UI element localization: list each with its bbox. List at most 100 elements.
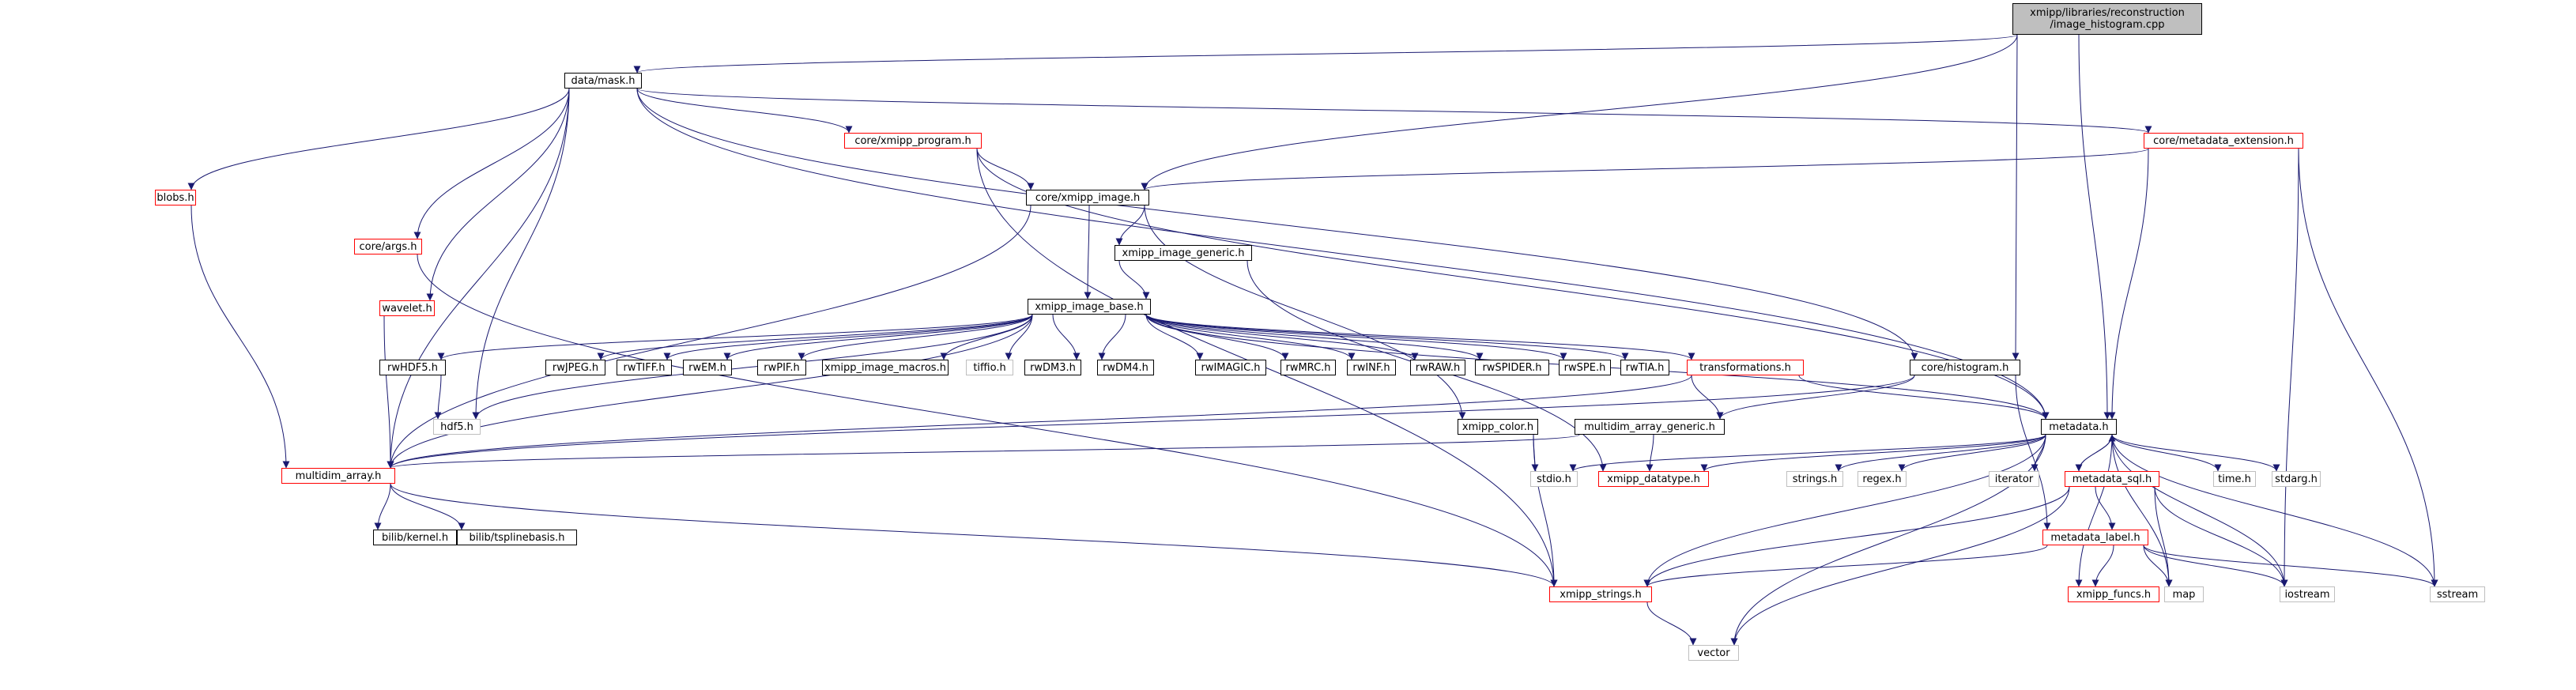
node-rwSPE[interactable]: rwSPE.h: [1559, 360, 1611, 375]
node-mask[interactable]: data/mask.h: [564, 73, 642, 89]
node-sstream[interactable]: sstream: [2430, 586, 2485, 602]
node-core-histogram[interactable]: core/histogram.h: [1910, 360, 2020, 375]
node-stdio[interactable]: stdio.h: [1530, 471, 1578, 487]
node-label: rwSPE.h: [1563, 361, 1606, 374]
node-label: rwSPIDER.h: [1482, 361, 1542, 374]
node-label: metadata_sql.h: [2072, 473, 2152, 485]
edge-xmipp-image-base-to-rwIMAGIC: [1145, 314, 1204, 360]
node-rwDM3[interactable]: rwDM3.h: [1024, 360, 1081, 375]
edge-mask-to-hdf5: [472, 88, 570, 420]
node-hdf5[interactable]: hdf5.h: [433, 419, 481, 435]
node-rwIMAGIC[interactable]: rwIMAGIC.h: [1195, 360, 1266, 375]
node-label: strings.h: [1792, 473, 1838, 485]
node-stdarg[interactable]: stdarg.h: [2272, 471, 2321, 487]
edge-metadata-label-to-xmipp-funcs: [2091, 545, 2114, 587]
node-label: xmipp_image_base.h: [1035, 300, 1144, 313]
edge-mask-to-core-histogram: [636, 88, 1918, 360]
node-xmipp-datatype[interactable]: xmipp_datatype.h: [1598, 471, 1709, 487]
edge-core-histogram-to-multidim-array: [387, 375, 1915, 469]
node-iterator[interactable]: iterator: [1989, 471, 2039, 487]
node-label: bilib/kernel.h: [381, 531, 449, 544]
edge-metadata-label-to-xmipp-strings: [1643, 545, 2048, 587]
node-label: xmipp/libraries/reconstruction /image_hi…: [2030, 7, 2185, 31]
node-label: map: [2172, 588, 2196, 601]
edge-core-metadata-extension-to-metadata: [2108, 148, 2149, 420]
edge-core-xmipp-image-to-xmipp-color: [1144, 205, 1466, 420]
edge-xmipp-image-base-to-rwHDF5: [437, 314, 1033, 360]
node-label: rwINF.h: [1352, 361, 1390, 374]
node-multidim-array[interactable]: multidim_array.h: [281, 468, 395, 484]
node-xmipp-strings[interactable]: xmipp_strings.h: [1549, 586, 1652, 602]
node-rwINF[interactable]: rwINF.h: [1347, 360, 1396, 375]
edge-layer: [187, 34, 2438, 646]
node-label: rwHDF5.h: [387, 361, 438, 374]
node-label: rwPIF.h: [764, 361, 800, 374]
edge-metadata-to-strings: [1835, 434, 2046, 472]
node-rwPIF[interactable]: rwPIF.h: [757, 360, 806, 375]
node-rwHDF5[interactable]: rwHDF5.h: [379, 360, 446, 375]
node-strings[interactable]: strings.h: [1786, 471, 1843, 487]
node-label: wavelet.h: [382, 302, 432, 315]
node-rwJPEG[interactable]: rwJPEG.h: [545, 360, 605, 375]
edge-root-to-core-histogram: [2012, 34, 2020, 360]
edge-metadata-label-to-iostream: [2143, 545, 2288, 587]
edge-metadata-to-sstream: [2111, 434, 2438, 587]
node-label: rwDM3.h: [1030, 361, 1076, 374]
node-core-xmipp-image[interactable]: core/xmipp_image.h: [1026, 190, 1149, 205]
node-bilib-kernel[interactable]: bilib/kernel.h: [373, 530, 457, 545]
node-blobs[interactable]: blobs.h: [155, 190, 196, 205]
node-multidim-array-generic[interactable]: multidim_array_generic.h: [1575, 419, 1725, 435]
node-label: data/mask.h: [571, 74, 636, 87]
node-rwEM[interactable]: rwEM.h: [683, 360, 732, 375]
node-label: iostream: [2284, 588, 2330, 601]
edge-metadata-sql-to-vector: [1730, 486, 2070, 646]
edge-xmipp-image-base-to-rwDM3: [1052, 314, 1081, 360]
node-rwDM4[interactable]: rwDM4.h: [1097, 360, 1154, 375]
node-label: tiffio.h: [973, 361, 1006, 374]
node-metadata-sql[interactable]: metadata_sql.h: [2065, 471, 2159, 487]
edge-transformations-to-multidim-array: [387, 375, 1692, 469]
edge-metadata-label-to-map: [2143, 545, 2173, 587]
node-wavelet[interactable]: wavelet.h: [379, 300, 435, 316]
node-time[interactable]: time.h: [2213, 471, 2256, 487]
node-map[interactable]: map: [2164, 586, 2204, 602]
edge-xmipp-image-base-to-rwPIF: [798, 314, 1033, 360]
edge-core-metadata-extension-to-iostream: [2280, 148, 2299, 587]
node-label: hdf5.h: [440, 420, 473, 433]
node-rwTIFF[interactable]: rwTIFF.h: [617, 360, 672, 375]
node-core-xmipp-program[interactable]: core/xmipp_program.h: [844, 133, 982, 149]
node-core-args[interactable]: core/args.h: [354, 239, 422, 255]
node-iostream[interactable]: iostream: [2280, 586, 2335, 602]
edge-metadata-to-iostream: [2111, 434, 2288, 587]
node-rwMRC[interactable]: rwMRC.h: [1280, 360, 1336, 375]
edge-core-histogram-to-multidim-array-generic: [1716, 375, 1915, 420]
node-metadata[interactable]: metadata.h: [2041, 419, 2117, 435]
node-core-metadata-extension[interactable]: core/metadata_extension.h: [2144, 133, 2303, 149]
node-rwTIA[interactable]: rwTIA.h: [1620, 360, 1669, 375]
node-bilib-tsplinebasis[interactable]: bilib/tsplinebasis.h: [457, 530, 577, 545]
node-regex[interactable]: regex.h: [1858, 471, 1907, 487]
node-vector[interactable]: vector: [1688, 645, 1739, 661]
node-tiffio[interactable]: tiffio.h: [966, 360, 1013, 375]
node-xmipp-image-base[interactable]: xmipp_image_base.h: [1028, 299, 1151, 315]
node-xmipp-image-generic[interactable]: xmipp_image_generic.h: [1115, 245, 1252, 261]
node-label: rwTIA.h: [1625, 361, 1665, 374]
node-label: time.h: [2218, 473, 2251, 485]
edge-root-to-metadata: [2078, 34, 2111, 420]
node-rwSPIDER[interactable]: rwSPIDER.h: [1475, 360, 1549, 375]
node-label: metadata_label.h: [2050, 531, 2140, 544]
node-xmipp-funcs[interactable]: xmipp_funcs.h: [2068, 586, 2159, 602]
node-metadata-label[interactable]: metadata_label.h: [2042, 530, 2148, 545]
node-label: vector: [1697, 647, 1730, 659]
node-rwRAW[interactable]: rwRAW.h: [1410, 360, 1465, 375]
node-transformations[interactable]: transformations.h: [1687, 360, 1804, 375]
edge-xmipp-image-base-to-rwTIA: [1145, 314, 1629, 360]
node-root[interactable]: xmipp/libraries/reconstruction /image_hi…: [2012, 3, 2202, 35]
node-xmipp-image-macros[interactable]: xmipp_image_macros.h: [822, 360, 949, 375]
node-xmipp-color[interactable]: xmipp_color.h: [1458, 419, 1538, 435]
edge-metadata-sql-to-iostream: [2154, 486, 2288, 587]
edge-mask-to-blobs: [187, 88, 570, 190]
edge-xmipp-image-base-to-transformations: [1145, 314, 1695, 360]
node-label: blobs.h: [157, 191, 194, 204]
edge-metadata-to-vector: [1730, 434, 2046, 646]
